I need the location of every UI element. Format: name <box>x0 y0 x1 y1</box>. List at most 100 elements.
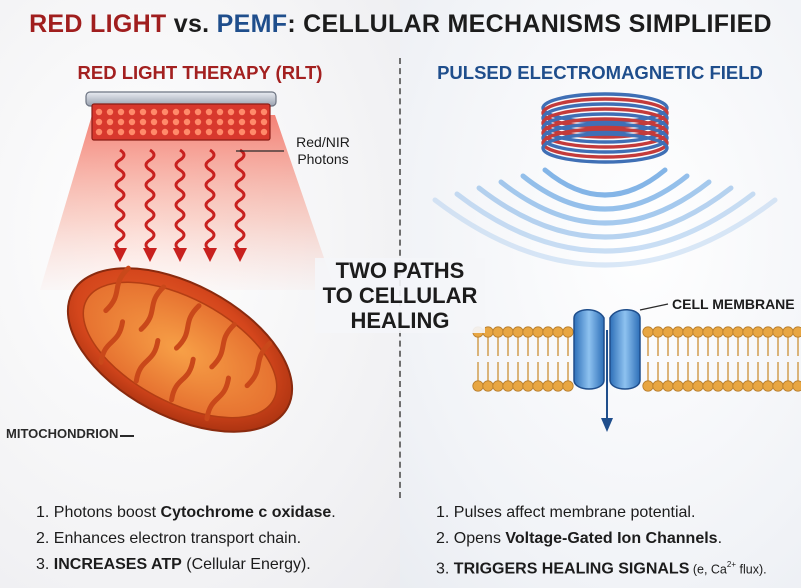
led-dot <box>139 108 147 116</box>
led-dot <box>139 128 147 136</box>
lipid-head <box>752 326 764 338</box>
step-number: 1. <box>36 504 54 521</box>
lipid-head <box>712 380 724 392</box>
lipid-head <box>782 380 794 392</box>
pemf-step-2: 2. Opens Voltage-Gated Ion Channels. <box>436 526 767 552</box>
led-dot <box>216 128 224 136</box>
field-wave <box>432 197 778 268</box>
lipid-head <box>742 380 754 392</box>
led-dot <box>238 128 246 136</box>
led-dot <box>128 128 136 136</box>
field-wave <box>520 173 690 212</box>
field-waves <box>432 167 778 268</box>
coil-ring <box>541 127 669 159</box>
lipid-head <box>672 326 684 338</box>
step-text: Photons boost <box>53 504 161 521</box>
photon-arrowhead <box>173 248 187 262</box>
led-dot <box>216 118 224 126</box>
rlt-step-2: 2. Enhances electron transport chain. <box>36 526 336 552</box>
lipid-head <box>762 326 774 338</box>
lipid-head <box>702 380 714 392</box>
rlt-heading: RED LIGHT THERAPY (RLT) <box>77 62 323 83</box>
coil-ring <box>541 92 669 124</box>
lipid-head <box>522 326 534 338</box>
step-text: Opens <box>453 530 506 547</box>
coil-ring <box>541 117 669 149</box>
coil-ring <box>541 102 669 134</box>
led-dot <box>205 118 213 126</box>
photon-arrowhead <box>143 248 157 262</box>
coil-ring <box>541 112 669 144</box>
mitochondrion-leader-line <box>120 435 134 437</box>
lipid-head <box>482 380 494 392</box>
ion-channel-icon <box>573 309 641 432</box>
led-dot <box>183 108 191 116</box>
coil-ring <box>541 122 669 154</box>
lipid-head <box>762 380 774 392</box>
led-dot <box>227 128 235 136</box>
mitochondrion-label: MITOCHONDRION <box>6 426 119 441</box>
rlt-step-3: 3. INCREASES ATP (Cellular Energy). <box>36 552 336 578</box>
step-text-end: . <box>717 530 723 547</box>
step-bold-text: TRIGGERS HEALING SIGNALS <box>453 560 690 578</box>
crista <box>244 340 273 389</box>
field-wave <box>454 191 756 254</box>
photon-arrow <box>234 148 246 252</box>
coil-ring <box>541 97 669 129</box>
step-bold-text: Voltage-Gated Ion Channels <box>505 530 718 547</box>
led-dot <box>117 108 125 116</box>
lipid-head <box>742 326 754 338</box>
led-dot <box>128 118 136 126</box>
led-dot <box>260 128 268 136</box>
led-dot <box>194 128 202 136</box>
led-dot <box>238 118 246 126</box>
lipid-head <box>722 326 734 338</box>
lipid-head <box>792 326 801 338</box>
led-dot <box>183 118 191 126</box>
led-dot <box>106 118 114 126</box>
step-number: 2. <box>436 530 454 547</box>
lipid-head <box>682 380 694 392</box>
lipid-head <box>532 326 544 338</box>
lipid-head <box>512 326 524 338</box>
led-dot <box>106 128 114 136</box>
step-text-end: (Cellular Energy). <box>181 556 311 573</box>
step-number: 3. <box>36 556 54 573</box>
lipid-head <box>642 326 654 338</box>
led-dot <box>117 118 125 126</box>
led-dot <box>238 108 246 116</box>
led-dot <box>161 128 169 136</box>
led-dot <box>194 118 202 126</box>
field-wave <box>542 167 668 198</box>
led-dot <box>205 128 213 136</box>
lipid-head <box>662 326 674 338</box>
center-caption-line1: TWO PATHS <box>335 258 465 283</box>
crista <box>169 356 196 403</box>
lipid-head <box>542 326 554 338</box>
led-dot <box>95 118 103 126</box>
step-bold-text: Cytochrome c oxidase <box>160 504 332 521</box>
crista <box>204 375 232 422</box>
photon-label: Red/NIR Photons <box>288 134 358 168</box>
pemf-coil-icon <box>541 92 669 164</box>
lipid-head <box>562 326 574 338</box>
crista <box>209 322 237 370</box>
led-dot <box>150 118 158 126</box>
lipid-head <box>502 326 514 338</box>
lipid-head <box>792 380 801 392</box>
led-dot <box>194 108 202 116</box>
photon-label-line1: Red/NIR <box>296 134 350 150</box>
title-vs: vs. <box>166 10 217 38</box>
led-dot <box>106 108 114 116</box>
lipid-head <box>702 326 714 338</box>
lipid-head <box>562 380 574 392</box>
center-caption-line2: TO CELLULAR <box>322 283 478 308</box>
led-dot <box>260 108 268 116</box>
led-dot <box>249 128 257 136</box>
page-title: RED LIGHT vs. PEMF: CELLULAR MECHANISMS … <box>0 10 801 39</box>
led-dot <box>205 108 213 116</box>
lipid-head <box>652 380 664 392</box>
lipid-head <box>502 380 514 392</box>
led-dot <box>139 118 147 126</box>
